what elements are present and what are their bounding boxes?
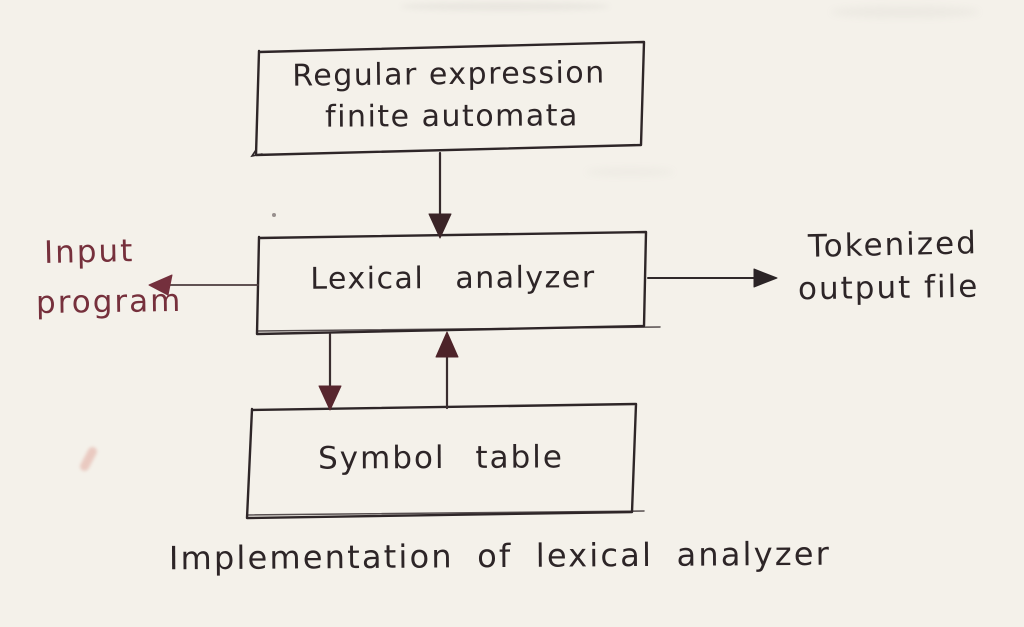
tokenized-output-label-line1: Tokenized — [807, 225, 979, 265]
tokenized-output-label-line2: output file — [797, 268, 980, 308]
lexical-analyzer-label: Lexical analyzer — [310, 260, 596, 297]
stray-ink-dot — [272, 213, 276, 217]
box-corner-overstroke — [250, 149, 263, 158]
symbol-table-label: Symbol table — [317, 439, 565, 477]
arrow-lexer-to-tokenized-output — [647, 268, 778, 288]
input-program-label-line2: program — [35, 282, 183, 322]
regex-box-label-line1: Regular expression — [292, 55, 606, 94]
box-bottom-overstroke — [256, 326, 661, 332]
box-bottom-overstroke — [246, 510, 645, 516]
arrow-regex-to-lexer — [428, 151, 452, 239]
input-program-label-line1: Input — [43, 233, 135, 271]
paper-ghost-smudge — [400, 2, 610, 11]
paper-ghost-smudge — [585, 168, 675, 176]
arrow-symbol-table-to-lexer — [435, 331, 459, 410]
diagram-caption: Implementation of lexical analyzer — [168, 534, 832, 578]
paper-ghost-smudge — [830, 6, 980, 18]
arrow-lexer-to-symbol-table — [318, 332, 342, 411]
pink-ink-smudge — [78, 445, 99, 473]
regex-box-label-line2: finite automata — [325, 98, 579, 135]
